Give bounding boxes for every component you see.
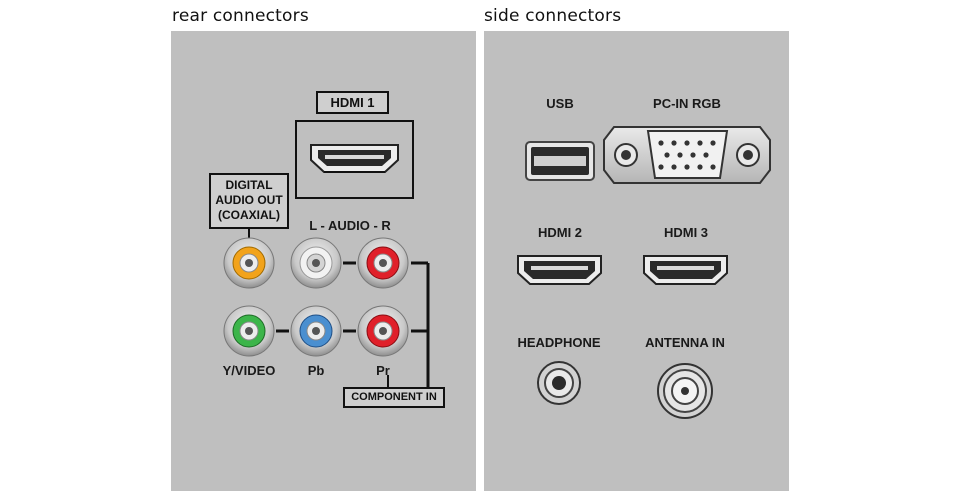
digital-audio-label: DIGITAL AUDIO OUT (COAXIAL) [209, 173, 289, 229]
coaxial-jack[interactable] [223, 237, 275, 289]
pb-label: Pb [307, 363, 325, 378]
component-in-label: COMPONENT IN [343, 387, 445, 408]
hdmi3-port[interactable] [643, 255, 728, 285]
digital-audio-line-3: (COAXIAL) [218, 208, 280, 222]
audio-label: L - AUDIO - R [309, 218, 391, 233]
y-video-label: Y/VIDEO [222, 363, 276, 378]
usb-label: USB [546, 96, 574, 111]
pr-jack[interactable] [357, 305, 409, 357]
side-connectors-heading: side connectors [484, 6, 622, 26]
hdmi2-label: HDMI 2 [537, 225, 583, 240]
pc-in-rgb-label: PC-IN RGB [653, 96, 721, 111]
rear-connectors-heading: rear connectors [172, 6, 309, 26]
antenna-jack[interactable] [657, 363, 713, 419]
digital-audio-line-1: DIGITAL [225, 178, 273, 192]
component-bracket [387, 261, 430, 388]
hdmi1-label: HDMI 1 [316, 91, 389, 114]
headphone-jack[interactable] [537, 361, 581, 405]
pr-label: Pr [376, 363, 390, 378]
audio-right-jack[interactable] [357, 237, 409, 289]
antenna-in-label: ANTENNA IN [645, 335, 725, 350]
vga-port[interactable] [603, 126, 771, 184]
pb-jack[interactable] [290, 305, 342, 357]
hdmi1-port[interactable] [295, 120, 414, 199]
y-video-jack[interactable] [223, 305, 275, 357]
usb-port[interactable] [525, 141, 595, 181]
digital-audio-line-2: AUDIO OUT [215, 193, 283, 207]
hdmi2-port[interactable] [517, 255, 602, 285]
audio-left-jack[interactable] [290, 237, 342, 289]
headphone-label: HEADPHONE [517, 335, 601, 350]
hdmi3-label: HDMI 3 [663, 225, 709, 240]
